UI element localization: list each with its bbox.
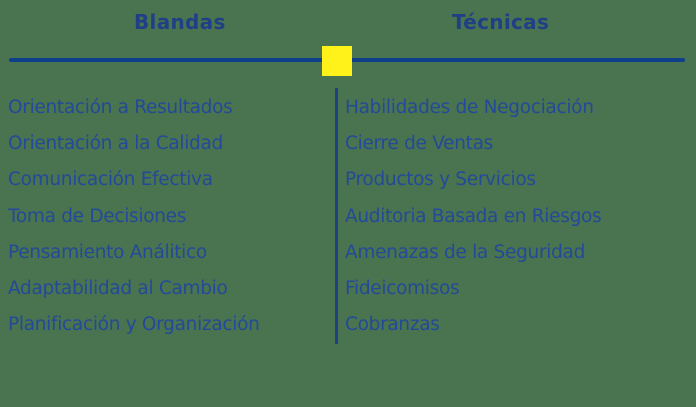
list-item: Orientación a la Calidad	[8, 133, 223, 155]
vertical-divider	[335, 88, 338, 344]
list-item: Planificación y Organización	[8, 314, 260, 336]
list-item: Habilidades de Negociación	[345, 97, 594, 118]
horizontal-rule-left	[9, 58, 325, 62]
list-item: Amenazas de la Seguridad	[345, 241, 586, 263]
list-item: Comunicación Efectiva	[8, 169, 213, 191]
list-item: Toma de Decisiones	[8, 205, 187, 227]
list-item: Auditoria Basada en Riesgos	[345, 205, 602, 227]
heading-blandas: Blandas	[134, 10, 226, 34]
list-item: Adaptabilidad al Cambio	[8, 277, 228, 299]
list-item: Orientación a Resultados	[8, 97, 233, 118]
list-item: Fideicomisos	[345, 277, 460, 299]
blandas-list: Orientación a Resultados Orientación a l…	[8, 94, 260, 347]
list-item: Cobranzas	[345, 314, 440, 336]
tecnicas-list: Habilidades de Negociación Cierre de Ven…	[345, 94, 602, 347]
horizontal-rule-right	[351, 58, 685, 62]
center-square-marker	[322, 46, 352, 76]
list-item: Productos y Servicios	[345, 169, 536, 191]
heading-tecnicas: Técnicas	[452, 10, 550, 34]
list-item: Cierre de Ventas	[345, 133, 493, 155]
list-item: Pensamiento Análitico	[8, 241, 207, 263]
